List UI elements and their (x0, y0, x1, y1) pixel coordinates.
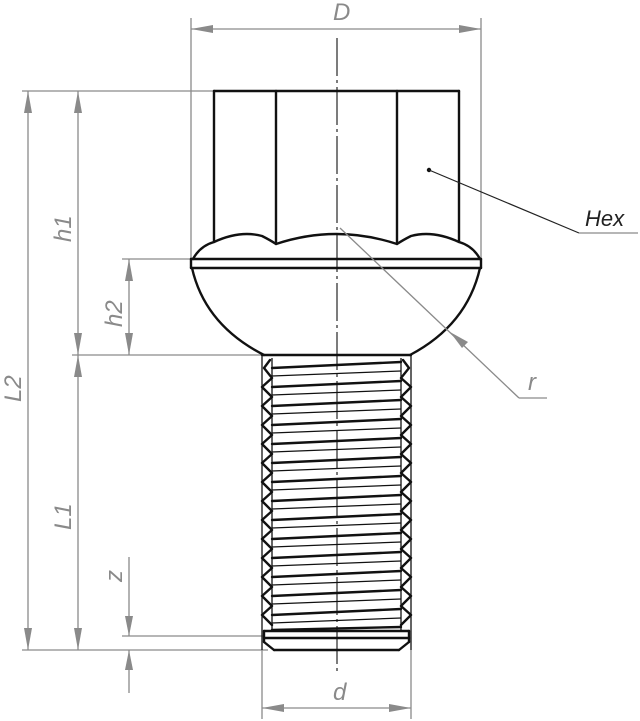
dimension-label-r: r (528, 369, 537, 396)
radius-leader: r (339, 227, 547, 399)
dimension-label-h1: h1 (50, 215, 77, 242)
collar (189, 257, 483, 270)
dimension-L2: L2 (0, 91, 32, 650)
dimension-label-h2: h2 (101, 300, 128, 327)
arrowhead-icon (459, 25, 481, 33)
thread-profile-left (260, 358, 274, 627)
dimension-label-z: z (101, 570, 128, 583)
dimension-h2: h2 (101, 259, 133, 355)
arrowhead-icon (125, 333, 133, 355)
dimension-z: z (101, 557, 133, 693)
dimension-label-L2: L2 (0, 375, 27, 402)
arrowhead-icon (125, 259, 133, 281)
arrowhead-icon (24, 91, 32, 113)
dimension-label-D: D (333, 0, 350, 26)
dimension-label-d: d (333, 679, 347, 706)
dimension-D: D (191, 0, 481, 33)
arrowhead-icon (74, 628, 82, 650)
arrowhead-icon (450, 332, 468, 348)
hex-callout: Hex (426, 167, 638, 234)
dimension-h1: h1 (50, 91, 82, 355)
arrowhead-icon (74, 91, 82, 113)
arrowhead-icon (125, 616, 133, 636)
arrowhead-icon (24, 628, 32, 650)
dimension-d: d (262, 679, 411, 712)
arrowhead-icon (74, 355, 82, 377)
arrowhead-icon (125, 650, 133, 670)
arrowhead-icon (262, 704, 284, 712)
arrowhead-icon (191, 25, 213, 33)
dimension-label-L1: L1 (50, 503, 77, 530)
callout-label-hex: Hex (585, 206, 625, 231)
ball-seat (190, 266, 482, 357)
extension-lines (22, 18, 482, 719)
thread-profile-right (399, 358, 413, 627)
dimension-L1: L1 (50, 355, 82, 650)
arrowhead-icon (389, 704, 411, 712)
arrowhead-icon (74, 333, 82, 355)
